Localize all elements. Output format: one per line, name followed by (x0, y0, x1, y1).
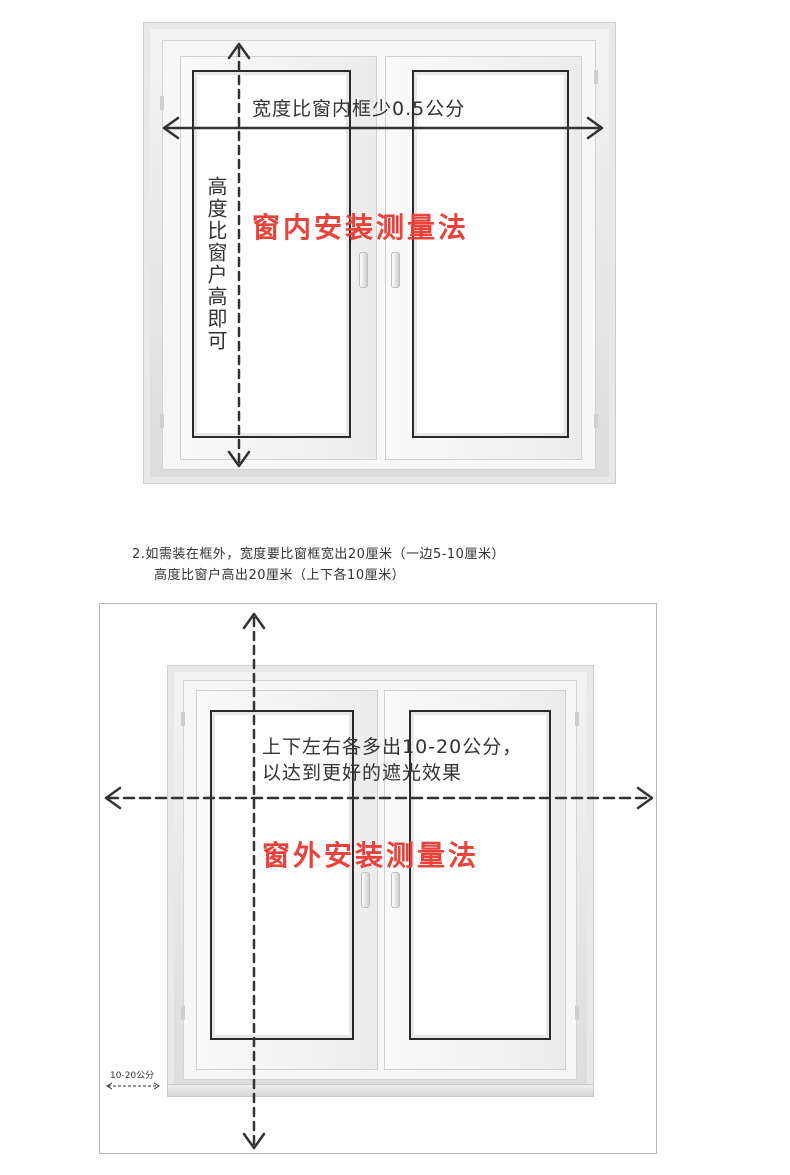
right-glass-pane (409, 710, 551, 1040)
window-sill (167, 1084, 594, 1097)
arrow-head-down (242, 1132, 266, 1150)
left-handle (359, 252, 368, 288)
right-handle (391, 252, 400, 288)
left-handle (361, 872, 370, 908)
outside-method-title: 窗外安装测量法 (262, 839, 480, 872)
right-glass-pane (412, 70, 569, 438)
hinge (181, 1006, 185, 1020)
arrow-head-left (106, 1082, 113, 1090)
left-glass-pane (210, 710, 354, 1040)
arrow-head-up (227, 42, 251, 60)
hinge (575, 712, 579, 726)
arrow-head-up (242, 612, 266, 630)
right-handle (391, 872, 400, 908)
hinge (160, 96, 164, 110)
width-label: 宽度比窗内框少0.5公分 (252, 98, 466, 120)
arrow-head-right (586, 116, 604, 140)
left-glass-pane (192, 70, 351, 438)
arrow-head-left (162, 116, 180, 140)
arrow-head-right (153, 1082, 160, 1090)
outside-measure-boundary (99, 603, 657, 1154)
hinge (160, 414, 164, 428)
extra-margin-line-1: 上下左右各多出10-20公分， (262, 736, 523, 758)
hinge (181, 712, 185, 726)
arrow-head-left (104, 786, 122, 810)
hinge (594, 414, 598, 428)
arrow-head-right (636, 786, 654, 810)
note-line-1: 2.如需装在框外，宽度要比窗框宽出20厘米（一边5-10厘米） (132, 547, 505, 562)
note-line-2: 高度比窗户高出20厘米（上下各10厘米） (154, 568, 406, 583)
hinge (594, 70, 598, 84)
inside-method-title: 窗内安装测量法 (252, 211, 470, 244)
hinge (575, 1006, 579, 1020)
height-label: 高度比窗户高即可 (204, 176, 228, 352)
margin-label: 10-20公分 (110, 1071, 155, 1081)
arrow-head-down (227, 450, 251, 468)
extra-margin-line-2: 以达到更好的遮光效果 (262, 762, 463, 784)
